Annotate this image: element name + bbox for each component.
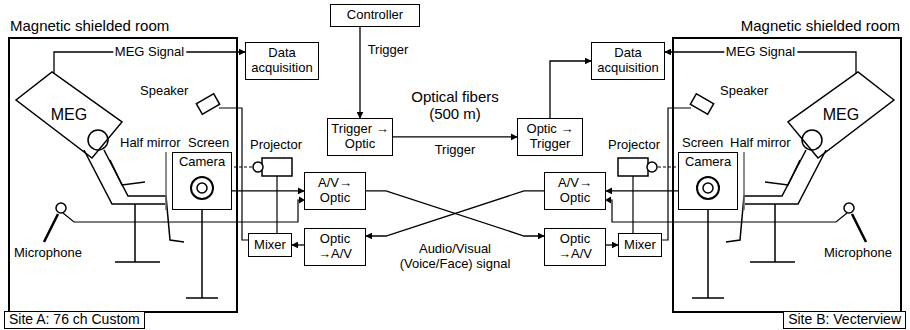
part-label: Microphone bbox=[824, 246, 892, 261]
shielded-room: Magnetic shielded roomMEGCamera bbox=[8, 37, 238, 313]
node-text: Camera bbox=[685, 155, 731, 170]
edge-label: Trigger bbox=[366, 42, 411, 57]
signal-arrow bbox=[359, 27, 360, 118]
edge-label: MEG Signal bbox=[113, 45, 186, 60]
node-text: Trigger → Optic bbox=[331, 122, 389, 152]
node-text: Mixer bbox=[624, 238, 656, 253]
signal-arrow bbox=[366, 191, 544, 236]
node-text: Mixer bbox=[254, 238, 286, 253]
site-label: Site A: 76 ch Custom bbox=[4, 311, 145, 329]
site-label: Site B: Vecterview bbox=[783, 311, 906, 329]
node-text: Site A: 76 ch Custom bbox=[9, 312, 140, 327]
node-text: MEG bbox=[51, 106, 87, 124]
part-label: Audio/Visual (Voice/Face) signal bbox=[385, 242, 525, 272]
signal-arrow bbox=[366, 191, 544, 236]
site-b-equipment bbox=[605, 94, 866, 298]
camera-screen: Camera bbox=[172, 152, 232, 210]
node-text: Site B: Vecterview bbox=[788, 312, 901, 327]
node-text: Optic → Trigger bbox=[521, 122, 579, 152]
part-label: Screen bbox=[188, 136, 229, 151]
node-text: Camera bbox=[179, 155, 225, 170]
room-heading: Magnetic shielded room bbox=[10, 17, 169, 34]
meg-device: MEG bbox=[14, 70, 124, 160]
meg-helmet bbox=[788, 72, 894, 158]
signal-arrow bbox=[232, 190, 304, 191]
process-box: A/V→ Optic bbox=[544, 172, 606, 210]
part-label: Speaker bbox=[140, 84, 188, 99]
edge-label: MEG Signal bbox=[724, 45, 797, 60]
signal-arrow bbox=[606, 244, 618, 245]
edge-label: Trigger bbox=[433, 142, 478, 157]
process-box: Controller bbox=[330, 4, 420, 27]
node-text: Controller bbox=[347, 8, 403, 23]
camera-screen: Camera bbox=[678, 152, 738, 210]
part-label: Optical fibers (500 m) bbox=[395, 88, 515, 123]
process-box: Optic →A/V bbox=[544, 228, 606, 266]
signal-arrow bbox=[292, 244, 304, 245]
process-box: Optic → Trigger bbox=[517, 118, 583, 156]
node-text: Optic →A/V bbox=[548, 232, 602, 262]
part-label: Half mirror bbox=[730, 136, 791, 151]
node-text: Data acquisition bbox=[249, 46, 315, 76]
process-box: Data acquisition bbox=[591, 42, 665, 80]
process-box: Mixer bbox=[248, 233, 292, 257]
part-label: Microphone bbox=[14, 246, 82, 261]
process-box: A/V→ Optic bbox=[304, 172, 366, 210]
part-label: Projector bbox=[250, 138, 302, 153]
process-box: Data acquisition bbox=[245, 42, 319, 80]
process-box: Optic →A/V bbox=[304, 228, 366, 266]
signal-arrow bbox=[550, 61, 591, 118]
signal-arrow bbox=[393, 136, 517, 137]
meg-device: MEG bbox=[786, 70, 896, 160]
room-heading: Magnetic shielded room bbox=[741, 17, 900, 34]
signal-arrow bbox=[606, 190, 678, 191]
node-text: Optic →A/V bbox=[308, 232, 362, 262]
node-text: MEG bbox=[823, 106, 859, 124]
process-box: Mixer bbox=[618, 233, 662, 257]
site-a-equipment bbox=[44, 94, 305, 298]
node-text: Data acquisition bbox=[595, 46, 661, 76]
node-text: A/V→ Optic bbox=[308, 176, 362, 206]
part-label: Screen bbox=[682, 136, 723, 151]
meg-helmet bbox=[16, 72, 122, 158]
part-label: Half mirror bbox=[120, 136, 181, 151]
part-label: Projector bbox=[608, 138, 660, 153]
node-text: A/V→ Optic bbox=[548, 176, 602, 206]
process-box: Trigger → Optic bbox=[327, 118, 393, 156]
shielded-room: Magnetic shielded roomMEGCamera bbox=[672, 37, 902, 313]
part-label: Speaker bbox=[720, 84, 768, 99]
